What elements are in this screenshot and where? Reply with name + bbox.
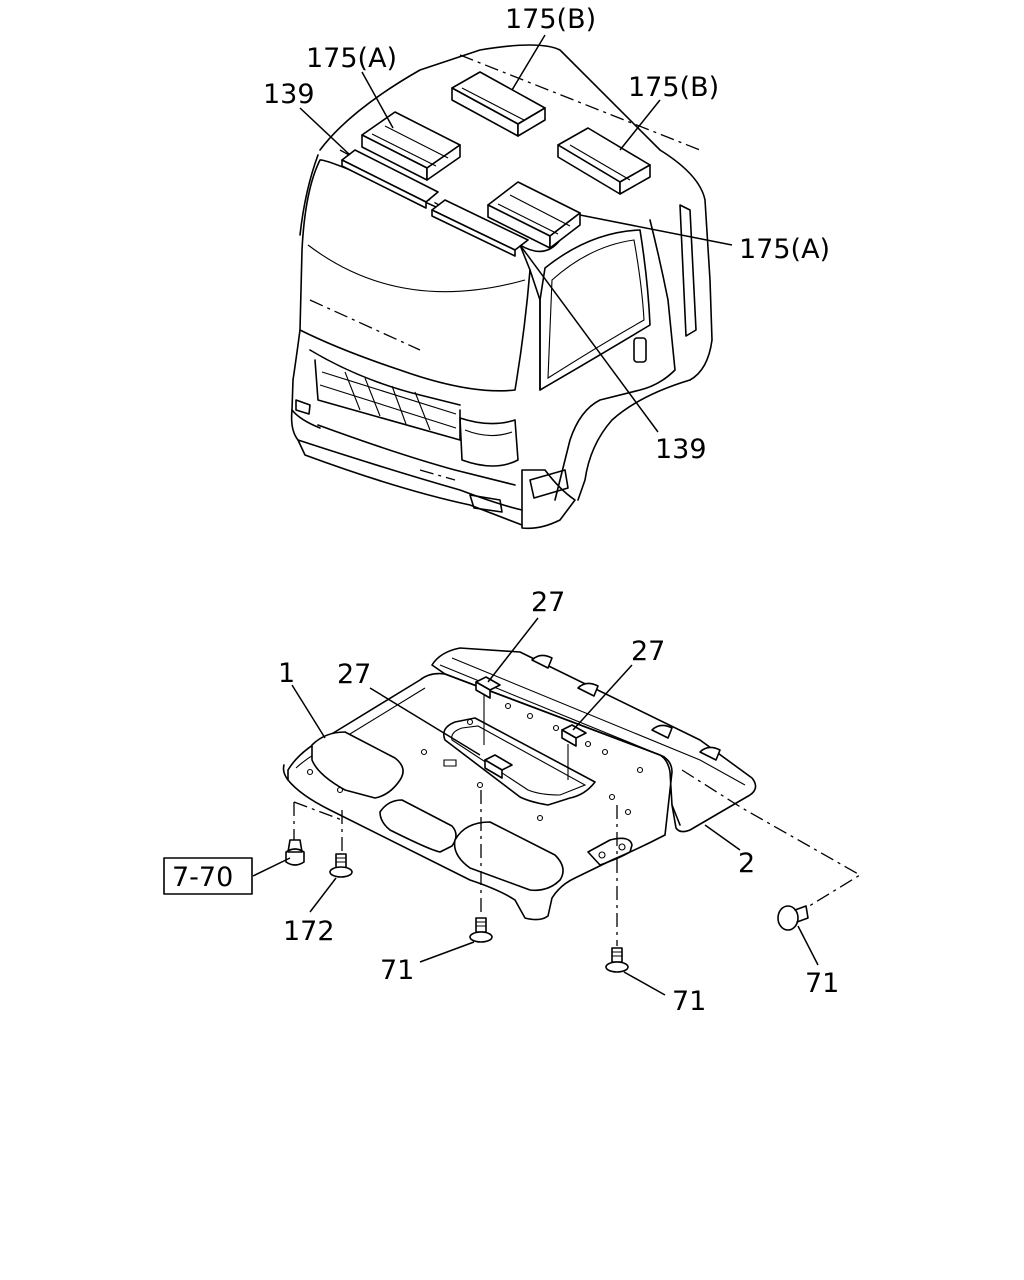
roof-pad-175b-center	[451, 71, 546, 137]
label-71-center: 71	[380, 955, 414, 986]
label-27-top: 27	[531, 587, 565, 618]
ref-box-7-70	[163, 857, 253, 895]
top-leader-lines	[299, 34, 733, 433]
label-139-left: 139	[263, 79, 315, 110]
headliner-panel-1	[282, 672, 673, 921]
label-175a-left: 175(A)	[306, 43, 397, 74]
roof-pad-175b-right	[557, 127, 651, 195]
label-2: 2	[738, 848, 755, 879]
label-71-mid: 71	[672, 986, 706, 1017]
label-27-left: 27	[337, 659, 371, 690]
pad-27-top	[475, 676, 501, 699]
screw-71-center	[469, 917, 493, 943]
roof-pad-175a-right	[487, 181, 581, 249]
label-71-right: 71	[805, 968, 839, 999]
headliner-panel-2	[431, 647, 757, 833]
clip-71-right	[777, 905, 809, 931]
label-139-bottom: 139	[655, 434, 707, 465]
label-175b-right: 175(B)	[628, 72, 719, 103]
roof-strip-139-right	[431, 199, 529, 257]
pad-27-right	[561, 724, 587, 747]
screw-172	[329, 853, 353, 878]
bottom-leader-lines	[252, 617, 819, 996]
assembly-dash-lines	[293, 769, 862, 946]
screw-71-mid	[605, 947, 629, 973]
label-7-70: 7-70	[172, 862, 233, 893]
label-1: 1	[278, 658, 295, 689]
label-175a-right: 175(A)	[739, 234, 830, 265]
pad-27-left	[484, 754, 513, 779]
roof-pad-175a-left	[361, 111, 461, 181]
clip-7-70	[285, 839, 305, 866]
roof-strip-139-left	[341, 149, 439, 209]
label-175b-center: 175(B)	[505, 4, 596, 35]
label-27-right: 27	[631, 636, 665, 667]
label-172: 172	[283, 916, 335, 947]
